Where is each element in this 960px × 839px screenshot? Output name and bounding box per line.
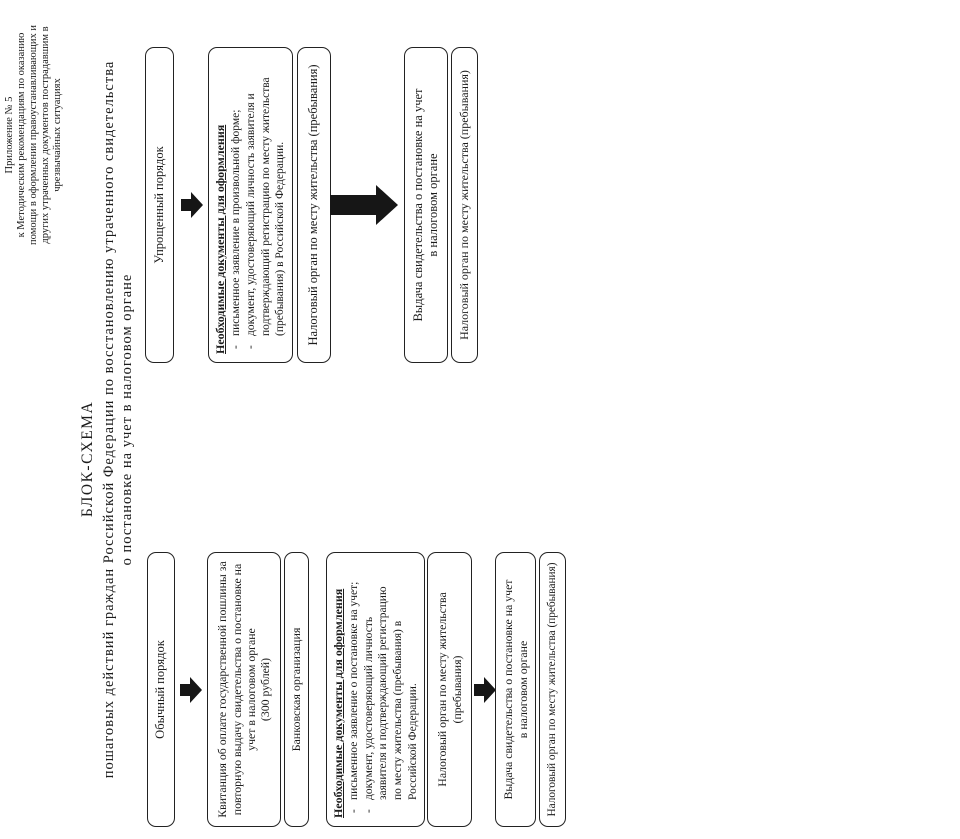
page-subtitle: пошаговых действий граждан Российской Фе… bbox=[101, 60, 117, 779]
list-item: - письменное заявление о постановке на у… bbox=[347, 582, 362, 818]
required-documents-title: Необходимые документы для оформления bbox=[212, 124, 227, 354]
dash-marker-icon: - bbox=[347, 809, 360, 813]
appendix-line: других утраченных документов пострадавши… bbox=[39, 26, 51, 244]
appendix-line: чрезвычайных ситуациях bbox=[51, 78, 63, 192]
text-line: подтверждающий регистрацию по месту жите… bbox=[259, 77, 272, 336]
text-line: (пребывания) bbox=[449, 655, 464, 724]
box-certificate-issue-simplified: Выдача свидетельства о постановке на уче… bbox=[404, 47, 448, 363]
arrow-down-icon bbox=[180, 677, 202, 703]
box-label: Налоговый орган по месту жительства (пре… bbox=[435, 592, 464, 786]
text-line: Российской Федерации. bbox=[406, 683, 419, 800]
text-line: по месту жительства (пребывания) в bbox=[392, 620, 405, 800]
box-tax-office-final-normal: Налоговый орган по месту жительства (пре… bbox=[539, 552, 566, 827]
dash-marker-icon: - bbox=[230, 345, 243, 349]
page-title: БЛОК-СХЕМА bbox=[79, 400, 96, 518]
arrow-shaft bbox=[181, 199, 191, 211]
text-line: учет в налоговом органе bbox=[244, 628, 258, 751]
arrow-head bbox=[191, 192, 203, 218]
dash-marker-icon: - bbox=[362, 809, 375, 813]
box-state-fee-receipt: Квитанция об оплате государственной пошл… bbox=[207, 552, 281, 827]
text-line: повторную выдачу свидетельства о постано… bbox=[229, 563, 244, 816]
dash-marker-icon: - bbox=[244, 345, 257, 349]
box-bank-organization: Банковская организация bbox=[284, 552, 309, 827]
arrow-shaft bbox=[474, 684, 484, 696]
required-documents-title: Необходимые документы для оформления bbox=[330, 588, 345, 818]
text-line: в налоговом органе bbox=[515, 640, 530, 739]
text-line: документ, удостоверяющий личность bbox=[362, 616, 375, 800]
box-tax-office-final-simplified: Налоговый орган по месту жительства (пре… bbox=[451, 47, 478, 363]
list-item: - документ, удостоверяющий личность заяв… bbox=[244, 77, 288, 354]
text-line: письменное заявление в произвольной форм… bbox=[230, 109, 243, 336]
text-line: заявителя и подтверждающий регистрацию bbox=[377, 586, 390, 800]
text-line: в налоговом органе bbox=[426, 153, 440, 257]
box-certificate-issue-normal: Выдача свидетельства о постановке на уче… bbox=[495, 552, 536, 827]
box-tax-office-residence-simplified: Налоговый орган по месту жительства (пре… bbox=[297, 47, 331, 363]
text-line: (300 рублей) bbox=[258, 657, 273, 722]
arrow-head bbox=[376, 185, 398, 225]
box-required-documents-normal: Необходимые документы для оформления - п… bbox=[326, 552, 425, 827]
box-label: Упрощенный порядок bbox=[151, 146, 166, 264]
arrow-down-icon bbox=[474, 677, 496, 703]
box-label: Квитанция об оплате государственной пошл… bbox=[215, 561, 273, 817]
text-line: документ, удостоверяющий личность заявит… bbox=[244, 93, 257, 336]
page-subtitle-2: о постановке на учет в налоговом органе bbox=[119, 273, 135, 566]
list-item: - письменное заявление в произвольной фо… bbox=[229, 110, 244, 354]
appendix-line: помощи в оформлении правоустанавливающих… bbox=[27, 25, 39, 245]
box-tax-office-residence: Налоговый орган по месту жительства (пре… bbox=[427, 552, 472, 827]
box-label: Налоговый орган по месту жительства (пре… bbox=[545, 562, 558, 817]
appendix-header: Приложение № 5 к Методическим рекомендац… bbox=[4, 4, 64, 266]
text-line: Квитанция об оплате государственной пошл… bbox=[215, 561, 230, 818]
text-line: Выдача свидетельства о постановке на уче… bbox=[501, 579, 516, 800]
appendix-line: Приложение № 5 bbox=[4, 96, 15, 174]
box-label: Выдача свидетельства о постановке на уче… bbox=[501, 580, 530, 800]
box-required-documents-simplified: Необходимые документы для оформления - п… bbox=[208, 47, 293, 363]
text-line: письменное заявление о постановке на уче… bbox=[347, 581, 360, 800]
box-label: Банковская организация bbox=[289, 627, 304, 752]
text-line: (пребывания) в Российской Федерации. bbox=[274, 141, 287, 336]
box-label: Налоговый орган по месту жительства (пре… bbox=[457, 70, 472, 340]
arrow-shaft bbox=[330, 195, 376, 215]
box-label: Обычный порядок bbox=[153, 640, 168, 739]
appendix-line: к Методическим рекомендациям по оказанию bbox=[15, 32, 27, 238]
arrow-shaft bbox=[180, 684, 190, 696]
arrow-down-icon bbox=[181, 192, 203, 218]
text-line: Выдача свидетельства о постановке на уче… bbox=[410, 88, 425, 322]
big-arrow-down-icon bbox=[330, 185, 398, 225]
box-simplified-procedure-header: Упрощенный порядок bbox=[145, 47, 174, 363]
box-label: Выдача свидетельства о постановке на уче… bbox=[411, 88, 442, 321]
box-label: Налоговый орган по месту жительства (пре… bbox=[306, 64, 321, 346]
list-item: - документ, удостоверяющий личность заяв… bbox=[362, 586, 421, 818]
text-line: Налоговый орган по месту жительства bbox=[435, 592, 450, 787]
arrow-head bbox=[190, 677, 202, 703]
box-normal-procedure-header: Обычный порядок bbox=[147, 552, 175, 827]
